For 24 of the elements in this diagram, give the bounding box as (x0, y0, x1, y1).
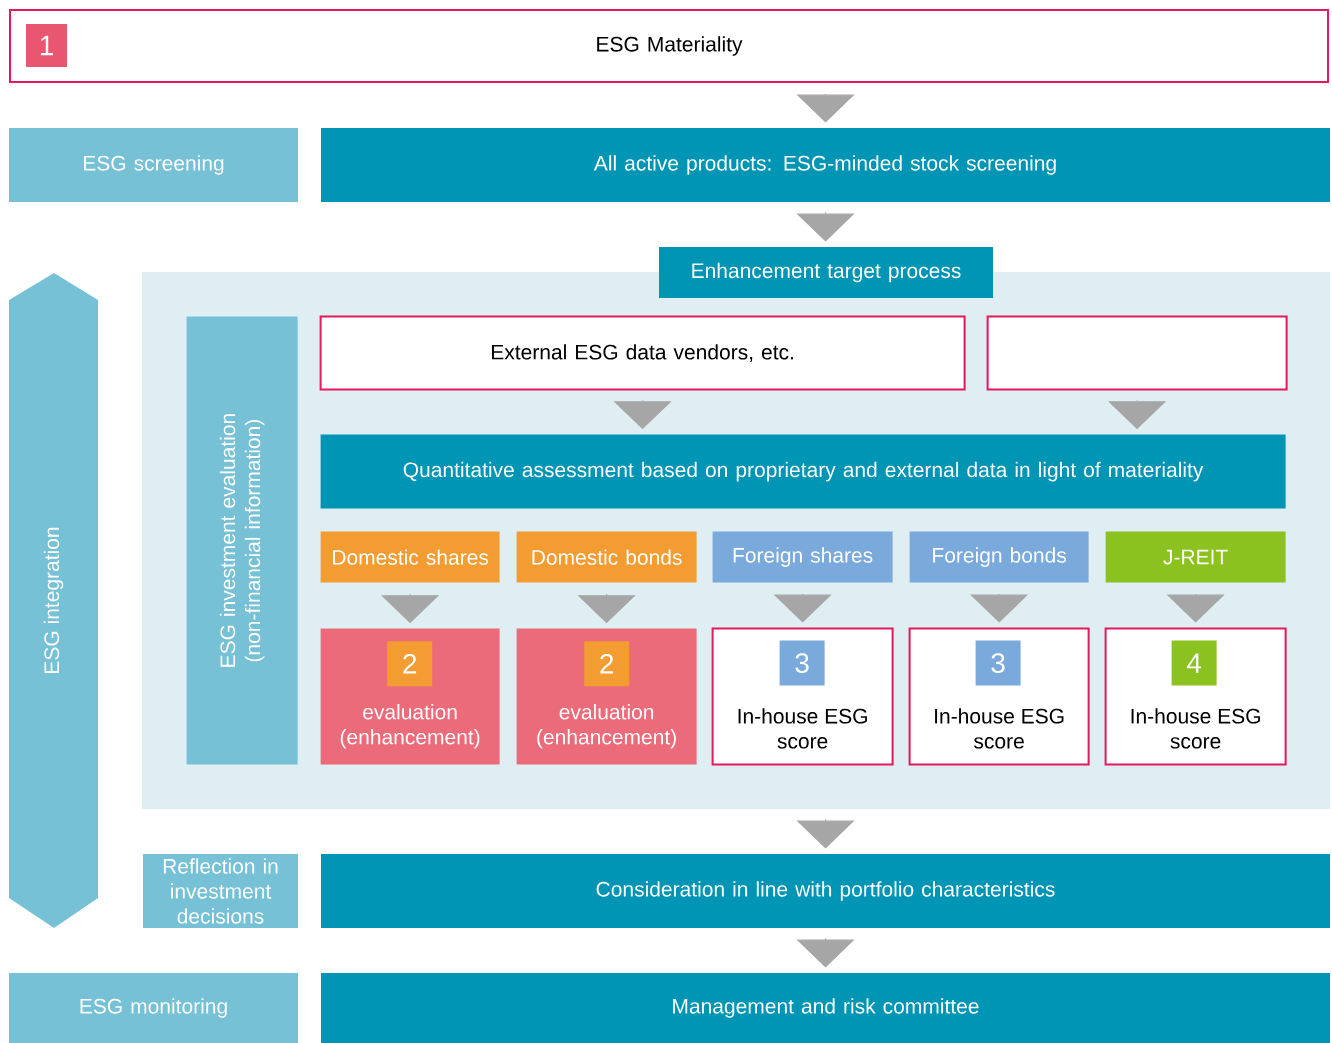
source-box (986, 315, 1288, 391)
asset-class-box: Foreign shares (712, 531, 893, 583)
arrow (970, 593, 1029, 623)
asset-class-box: Domestic bonds (516, 531, 697, 583)
process-box: All active products: ESG-minded stock screening (321, 128, 1330, 202)
category-box: ESG screening (9, 128, 298, 202)
process-box: Consideration in line with portfolio characteristics (321, 854, 1330, 928)
process-box: Management and risk committee (321, 973, 1330, 1043)
tab-box: Enhancement target process (659, 247, 993, 298)
number-badge: 4 (1171, 640, 1217, 686)
number-badge: 2 (387, 641, 433, 687)
asset-class-box: Foreign bonds (909, 531, 1089, 583)
asset-class-box: Domestic shares (320, 531, 500, 583)
side-box: ESG investment evaluation (non-financial information) (186, 316, 298, 765)
number-badge: 1 (26, 24, 67, 67)
source-box: External ESG data vendors, etc. (319, 315, 966, 391)
arrow-band: ESG integration (9, 273, 98, 928)
asset-class-box: J-REIT (1105, 531, 1286, 583)
number-badge: 3 (975, 640, 1021, 686)
assessment-box: Quantitative assessment based on proprietary and external data in light of materiality (320, 434, 1286, 509)
number-badge: 2 (584, 641, 630, 687)
category-box: ESG monitoring (9, 973, 298, 1043)
number-badge: 3 (779, 640, 825, 686)
category-box: Reflection in investment decisions (143, 854, 298, 928)
